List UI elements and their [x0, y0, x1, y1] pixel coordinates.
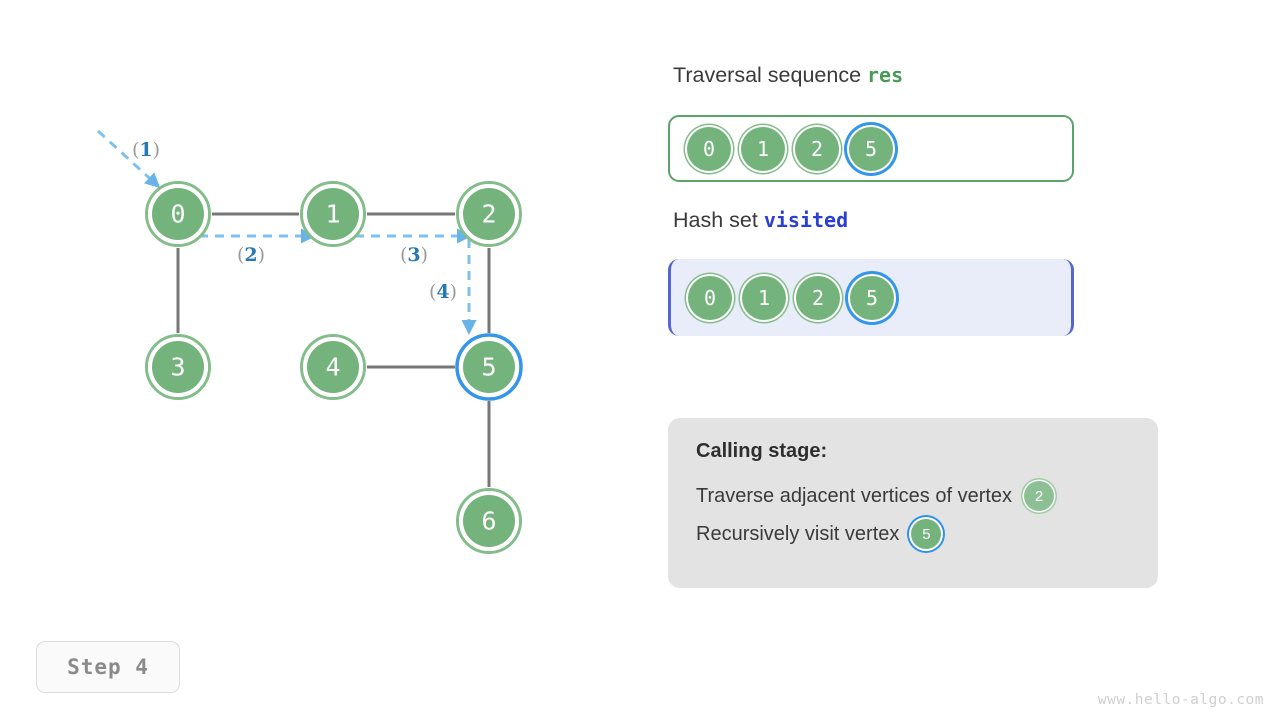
vertex-label: 6 — [481, 507, 496, 536]
vertex-white-ring — [459, 184, 519, 244]
hash-set-item-1[interactable]: 1 — [742, 275, 786, 320]
calling-stage-line-text-1: Recursively visit vertex — [696, 522, 900, 545]
vertex-white-ring — [303, 337, 363, 397]
calling-stage-panel: Calling stage: Traverse adjacent vertice… — [668, 418, 1158, 588]
vertex-outer-ring — [300, 334, 366, 400]
traversal-sequence-item-3[interactable]: 5 — [849, 126, 893, 171]
vertex-label: 4 — [325, 353, 340, 382]
graph-vertex-5[interactable]: 5 — [455, 333, 523, 401]
graph-edges — [176, 212, 491, 487]
vertex-body — [152, 188, 204, 240]
graph-vertex-6[interactable]: 6 — [456, 488, 522, 554]
calling-stage-title: Calling stage: — [696, 440, 828, 462]
graph-panel: (1) (2) (3)(4) 0 1 2 3 4 5 6 — [0, 0, 640, 620]
traversal-step-labels: (1) (2) (3)(4) — [132, 139, 457, 303]
calling-stage-vertex-2[interactable]: 2 — [1024, 481, 1055, 511]
traversal-step-label-3: (3) — [400, 244, 428, 266]
res-keyword: res — [867, 63, 904, 87]
traversal-sequence-item-1[interactable]: 1 — [741, 126, 785, 171]
vertex-white-ring — [459, 491, 519, 551]
vertex-white-ring — [148, 337, 208, 397]
vertex-body — [307, 341, 359, 393]
hash-set-heading-text: Hash set — [673, 208, 764, 232]
traversal-sequence-heading-text: Traversal sequence — [673, 63, 867, 87]
calling-stage-line-text-0: Traverse adjacent vertices of vertex — [696, 484, 1013, 507]
graph-vertex-2[interactable]: 2 — [456, 181, 522, 247]
graph-vertices: 0 1 2 3 4 5 6 — [145, 181, 523, 554]
vertex-label: 2 — [481, 200, 496, 229]
calling-stage-line-0: Traverse adjacent vertices of vertex 2 — [696, 481, 1132, 511]
graph-vertex-4[interactable]: 4 — [300, 334, 366, 400]
graph-vertex-0[interactable]: 0 — [145, 181, 211, 247]
vertex-label: 1 — [325, 200, 340, 229]
vertex-white-ring — [148, 184, 208, 244]
vertex-body — [463, 341, 515, 393]
vertex-outer-ring — [145, 334, 211, 400]
vertex-outer-ring — [300, 181, 366, 247]
traversal-step-label-1: (1) — [132, 139, 160, 161]
calling-stage-vertex-5[interactable]: 5 — [911, 519, 942, 549]
vertex-body — [152, 341, 204, 393]
traversal-arrow-1 — [96, 129, 161, 189]
vertex-outer-ring — [145, 181, 211, 247]
graph-vertex-3[interactable]: 3 — [145, 334, 211, 400]
vertex-outer-ring — [456, 488, 522, 554]
watermark: www.hello-algo.com — [1097, 692, 1264, 708]
step-badge: Step 4 — [36, 641, 180, 693]
calling-stage-line-1: Recursively visit vertex 5 — [696, 519, 1132, 549]
vertex-outer-ring — [456, 181, 522, 247]
traversal-sequence-item-2[interactable]: 2 — [795, 126, 839, 171]
hash-set-item-3[interactable]: 5 — [850, 275, 894, 320]
vertex-body — [307, 188, 359, 240]
vertex-body — [463, 188, 515, 240]
vertex-white-ring — [303, 184, 363, 244]
hash-set-item-2[interactable]: 2 — [796, 275, 840, 320]
hash-set-heading: Hash set visited — [673, 208, 848, 233]
vertex-label: 3 — [170, 353, 185, 382]
traversal-step-label-4: (4) — [429, 281, 457, 303]
graph-diagram: (1) (2) (3)(4) 0 1 2 3 4 5 6 — [96, 129, 523, 554]
visited-keyword: visited — [763, 208, 849, 232]
traversal-step-label-2: (2) — [237, 244, 265, 266]
traversal-sequence-item-0[interactable]: 0 — [687, 126, 731, 171]
vertex-white-ring — [459, 337, 519, 397]
vertex-active-ring — [455, 333, 523, 401]
vertex-body — [463, 495, 515, 547]
traversal-sequence-heading: Traversal sequence res — [673, 63, 903, 88]
graph-vertex-1[interactable]: 1 — [300, 181, 366, 247]
vertex-label: 5 — [481, 353, 496, 382]
traversal-path — [96, 129, 477, 335]
hash-set-item-0[interactable]: 0 — [688, 275, 732, 320]
vertex-label: 0 — [170, 200, 185, 229]
